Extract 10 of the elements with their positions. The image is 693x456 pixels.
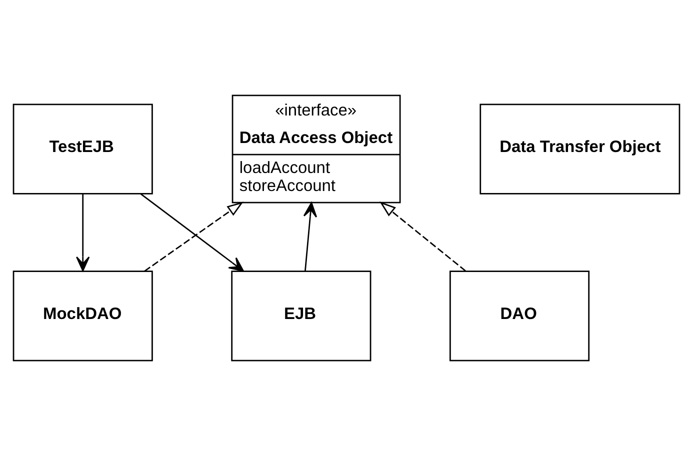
node-box: TestEJB bbox=[12, 104, 153, 194]
arrow bbox=[140, 193, 244, 272]
node-box: DAO bbox=[449, 270, 590, 362]
node-box: EJB bbox=[231, 270, 372, 362]
arrow bbox=[303, 202, 318, 271]
arrow bbox=[76, 194, 90, 272]
node-box: Data Transfer Object bbox=[480, 104, 680, 194]
node-box: MockDAO bbox=[12, 270, 153, 362]
arrow bbox=[144, 202, 244, 272]
arrow bbox=[380, 201, 466, 272]
